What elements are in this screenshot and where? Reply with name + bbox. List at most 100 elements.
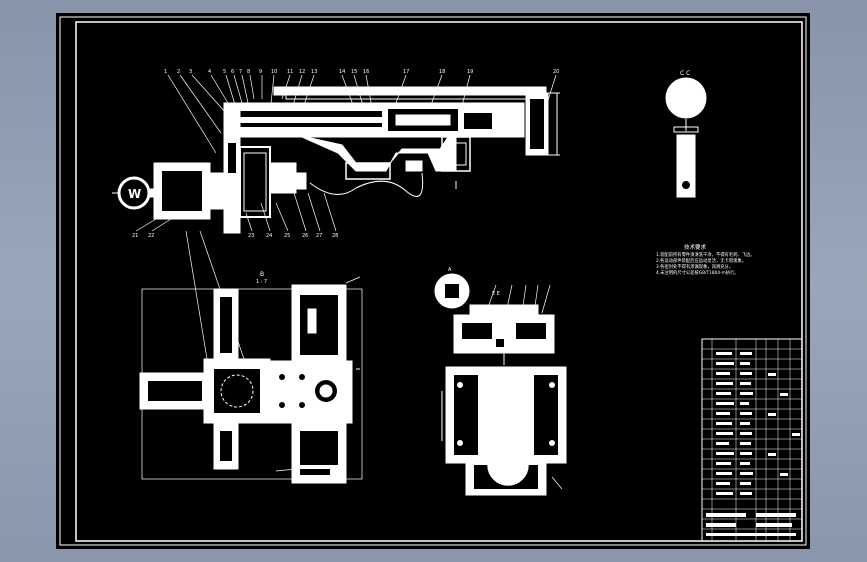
technical-notes: 技术要求 1.装配前所有零件须清洗干净，不得有毛刺、飞边。 2.各运动部件装配后… [656,243,755,276]
svg-text:22: 22 [148,233,154,239]
plan-post-top-right-slot [300,295,338,355]
nut-cavity [464,113,492,129]
svg-text:15: 15 [351,69,357,75]
section-b-scale: 1 : 7 [256,279,267,285]
section-cc-label: C C [680,70,690,77]
right-end-slot [530,99,544,149]
section-b-leader-1 [185,230,209,366]
svg-text:14: 14 [339,69,345,75]
bore-line-1 [232,111,382,117]
ee-bolt-4 [549,440,555,446]
notes-line-2: 2.各运动部件装配后应运动灵活，无卡阻现象。 [656,257,746,264]
svg-text:27: 27 [316,233,322,239]
svg-text:2: 2 [177,69,180,75]
ee-bolt-1 [457,382,463,388]
screw-shaft [395,114,451,126]
svg-text:8: 8 [247,69,250,75]
handle-link [147,188,157,198]
plan-leader-bottom [275,468,297,472]
lower-clamp-jaw [405,160,423,172]
svg-text:19: 19 [467,69,473,75]
plan-leader-top-right [345,276,361,284]
svg-text:28: 28 [332,233,338,239]
ee-leader-bottom [551,476,563,490]
lower-linkage [266,136,457,172]
ee-top-hole [496,339,504,347]
section-cc-flange [673,126,699,133]
svg-text:13: 13 [311,69,317,75]
title-block [701,338,803,542]
top-rail [273,86,547,96]
title-block-outline [701,338,803,542]
svg-text:3: 3 [189,69,192,75]
svg-text:21: 21 [132,233,138,239]
section-cc-view: C C [665,70,707,198]
plan-hole-4 [299,402,305,408]
svg-text:16: 16 [363,69,369,75]
handle-ring-mark: W [128,187,141,201]
title-block-text-marks [706,352,800,536]
motor-housing-inner [243,152,267,212]
svg-text:9: 9 [259,69,262,75]
inner-frame [75,21,803,542]
svg-text:18: 18 [439,69,445,75]
svg-text:17: 17 [403,69,409,75]
outer-border [59,16,807,546]
plan-center-cavity [214,369,260,413]
plan-left-arm-slot [148,381,202,401]
section-ee-label: E E [492,291,500,297]
handle-block-inner [162,171,202,211]
title-block-cols [711,339,791,541]
svg-text:1: 1 [164,69,167,75]
plan-post-bottom-right-slot [300,431,338,465]
plan-right-table [267,360,353,424]
gearbox-shaft [287,172,307,190]
ee-gear-middle [485,400,531,446]
section-a-label: A [448,267,452,273]
cable [309,172,424,197]
svg-text:25: 25 [284,233,290,239]
bore-line-2 [232,123,382,127]
lower-bracket [441,136,471,172]
notes-line-1: 1.装配前所有零件须清洗干净，不得有毛刺、飞边。 [656,251,755,258]
ee-bolt-2 [457,440,463,446]
svg-text:6: 6 [231,69,234,75]
plan-post-bottom-left-slot [220,431,232,461]
section-b-label: B [260,271,264,278]
svg-text:5: 5 [223,69,226,75]
plan-post-top-right-pin [307,308,317,334]
ee-gear-bottom [487,444,529,486]
section-cc-disc [665,77,707,119]
ee-top-slot-left [462,323,492,339]
left-column-slot [228,143,236,173]
ee-top-slot-right [516,323,546,339]
svg-text:11: 11 [287,69,293,75]
plan-post-top-left-slot [220,297,232,353]
svg-text:23: 23 [248,233,254,239]
plan-center-circle [220,374,254,408]
plan-right-bore-shaft [319,384,333,398]
svg-text:26: 26 [302,233,308,239]
top-rail-edge [285,94,545,100]
notes-line-4: 4.未注明的尺寸公差按GB/T1804-m执行。 [656,269,739,276]
svg-text:20: 20 [553,69,559,75]
notes-title: 技术要求 [684,243,707,251]
shaft-end [495,116,523,126]
section-a-square [445,284,459,298]
section-ee-view: A E E [434,267,567,496]
lower-bracket-inner [445,142,467,166]
ee-top-cap [469,304,539,318]
plan-hole-1 [279,374,285,380]
lower-clamp-body [345,162,391,180]
plan-hole-3 [299,374,305,380]
notes-line-3: 3.各密封处不得有渗漏现象，润滑充分。 [656,263,733,270]
svg-text:7: 7 [239,69,242,75]
title-block-rows [702,348,802,530]
plan-hole-2 [279,402,285,408]
plan-post-bottom-right-hatch [300,469,330,475]
section-b-view: B 1 : 7 [139,230,363,484]
svg-text:10: 10 [271,69,277,75]
